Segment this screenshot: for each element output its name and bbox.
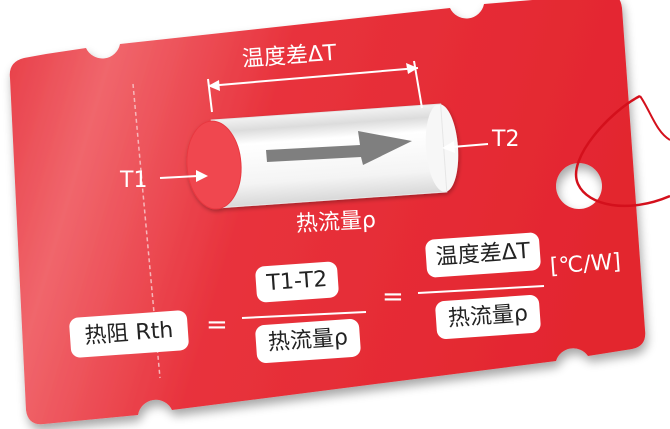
equals-sign-1: = [206, 310, 228, 340]
fraction-line-1 [241, 311, 367, 319]
t2-arrow [442, 141, 489, 153]
cylinder-hot-face [186, 121, 242, 209]
t1-arrow [159, 170, 208, 182]
unit-label: [℃/W] [549, 249, 622, 280]
thermal-resistance-term: 热阻 Rth [68, 309, 190, 359]
heat-flow-arrow [266, 131, 412, 165]
denominator-heat-flow-1: 热流量ρ [254, 318, 362, 364]
numerator-temp-diff: 温度差ΔT [424, 232, 542, 278]
equals-sign-2: = [382, 282, 404, 312]
t1-label: T1 [120, 168, 148, 193]
t2-label: T2 [492, 127, 520, 152]
temp-diff-bracket [207, 60, 423, 113]
hang-string [574, 94, 670, 208]
numerator-t1-t2: T1-T2 [254, 261, 340, 303]
denominator-heat-flow-2: 热流量ρ [434, 294, 542, 340]
heat-flow-label: 热流量ρ [295, 207, 377, 238]
fraction-line-2 [417, 285, 545, 294]
